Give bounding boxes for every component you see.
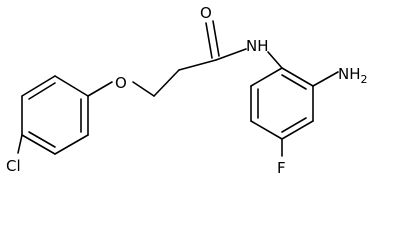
bond-right-ring-1: [281, 67, 314, 87]
label-ether-oxygen: O: [115, 74, 127, 92]
atom-labels: O NH O NH2 Cl F: [6, 4, 368, 177]
label-amide-nh: NH: [246, 37, 269, 55]
bond-left-ring-1: [21, 75, 56, 97]
bond-carbonyl-double-b: [212, 20, 220, 57]
bond-ether-ch2: [132, 81, 155, 97]
bond-left-ring-double-3: [28, 131, 56, 148]
bond-right-ring-double-1: [281, 74, 307, 90]
bond-left-ring-2: [54, 75, 89, 97]
molecule-structure: O NH O NH2 Cl F: [6, 4, 368, 177]
bond-nh-ring: [267, 51, 283, 69]
bond-ch2-ch2: [153, 69, 180, 97]
bond-carbonyl-nh: [215, 48, 247, 61]
label-amine: NH2: [338, 65, 368, 86]
bond-left-ring-double-1: [28, 82, 56, 100]
bond-right-ring-3: [281, 120, 314, 140]
bond-right-ring-4: [250, 120, 283, 140]
bond-ch2-carbonyl: [178, 59, 217, 71]
bond-right-ring-double-2: [281, 117, 307, 133]
bond-ring-chlorine: [17, 134, 23, 154]
label-carbonyl-oxygen: O: [200, 4, 212, 22]
bond-right-ring-6: [250, 67, 283, 87]
bond-ring-amine: [312, 71, 339, 87]
bond-ring-ether: [87, 81, 113, 97]
label-fluorine: F: [277, 159, 286, 177]
label-amine-nh: NH: [338, 65, 361, 83]
bond-left-ring-5: [21, 134, 56, 155]
bond-left-ring-4: [54, 134, 89, 155]
bond-carbonyl-double-a: [205, 22, 213, 59]
label-amine-subscript: 2: [361, 73, 368, 86]
label-chlorine: Cl: [6, 157, 21, 175]
molecule-canvas: O NH O NH2 Cl F: [6, 4, 368, 177]
bonds: [17, 20, 339, 157]
